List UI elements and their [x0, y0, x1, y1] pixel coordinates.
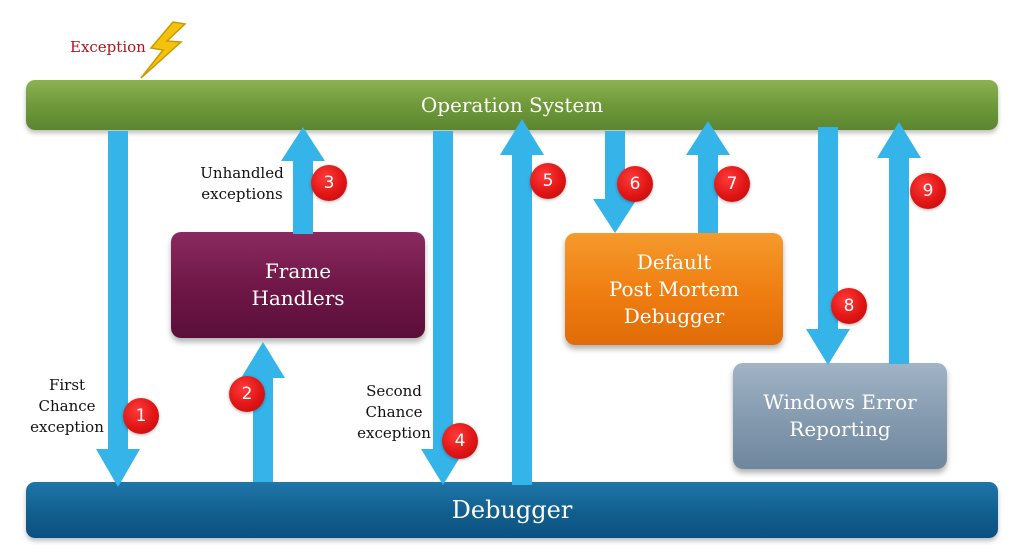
step-badge-4: 4: [442, 423, 478, 459]
step-badge-9: 9: [910, 173, 946, 209]
step-badge-6: 6: [617, 166, 653, 202]
arrow-9-to-os: [877, 122, 921, 364]
lightning-bolt-icon: [140, 21, 187, 79]
post-mortem-debugger-label: Default Post Mortem Debugger: [608, 249, 740, 328]
arrow-4-second-chance: [421, 131, 465, 485]
arrow-7-to-os: [686, 121, 730, 233]
unhandled-exceptions-label: Unhandled exceptions: [200, 164, 284, 203]
step-badge-7: 7: [714, 166, 750, 202]
step-badge-1: 1: [123, 398, 159, 434]
exception-label: Exception: [70, 38, 146, 56]
frame-handlers-label: Frame Handlers: [251, 259, 345, 310]
debugger-bar: Debugger: [26, 482, 998, 538]
arrow-1-first-chance: [96, 131, 140, 487]
debugger-label: Debugger: [451, 496, 573, 524]
post-mortem-debugger-box: Default Post Mortem Debugger: [565, 233, 783, 345]
step-badge-2: 2: [229, 376, 265, 412]
windows-error-reporting-box: Windows Error Reporting: [733, 363, 947, 469]
arrow-6-to-post-mortem: [593, 131, 637, 233]
step-badge-8: 8: [831, 288, 867, 324]
arrow-3-unhandled: [281, 127, 325, 234]
operation-system-bar: Operation System: [26, 80, 998, 130]
step-badge-5: 5: [530, 163, 566, 199]
windows-error-reporting-label: Windows Error Reporting: [763, 390, 917, 441]
arrow-5-to-os: [500, 119, 544, 485]
second-chance-label: Second Chance exception: [357, 382, 431, 442]
operation-system-label: Operation System: [420, 93, 604, 117]
first-chance-label: First Chance exception: [30, 376, 104, 436]
step-badge-3: 3: [311, 165, 347, 201]
frame-handlers-box: Frame Handlers: [171, 232, 425, 338]
arrow-8-to-wer: [806, 127, 850, 365]
arrow-2-to-frame-handlers: [241, 342, 285, 482]
